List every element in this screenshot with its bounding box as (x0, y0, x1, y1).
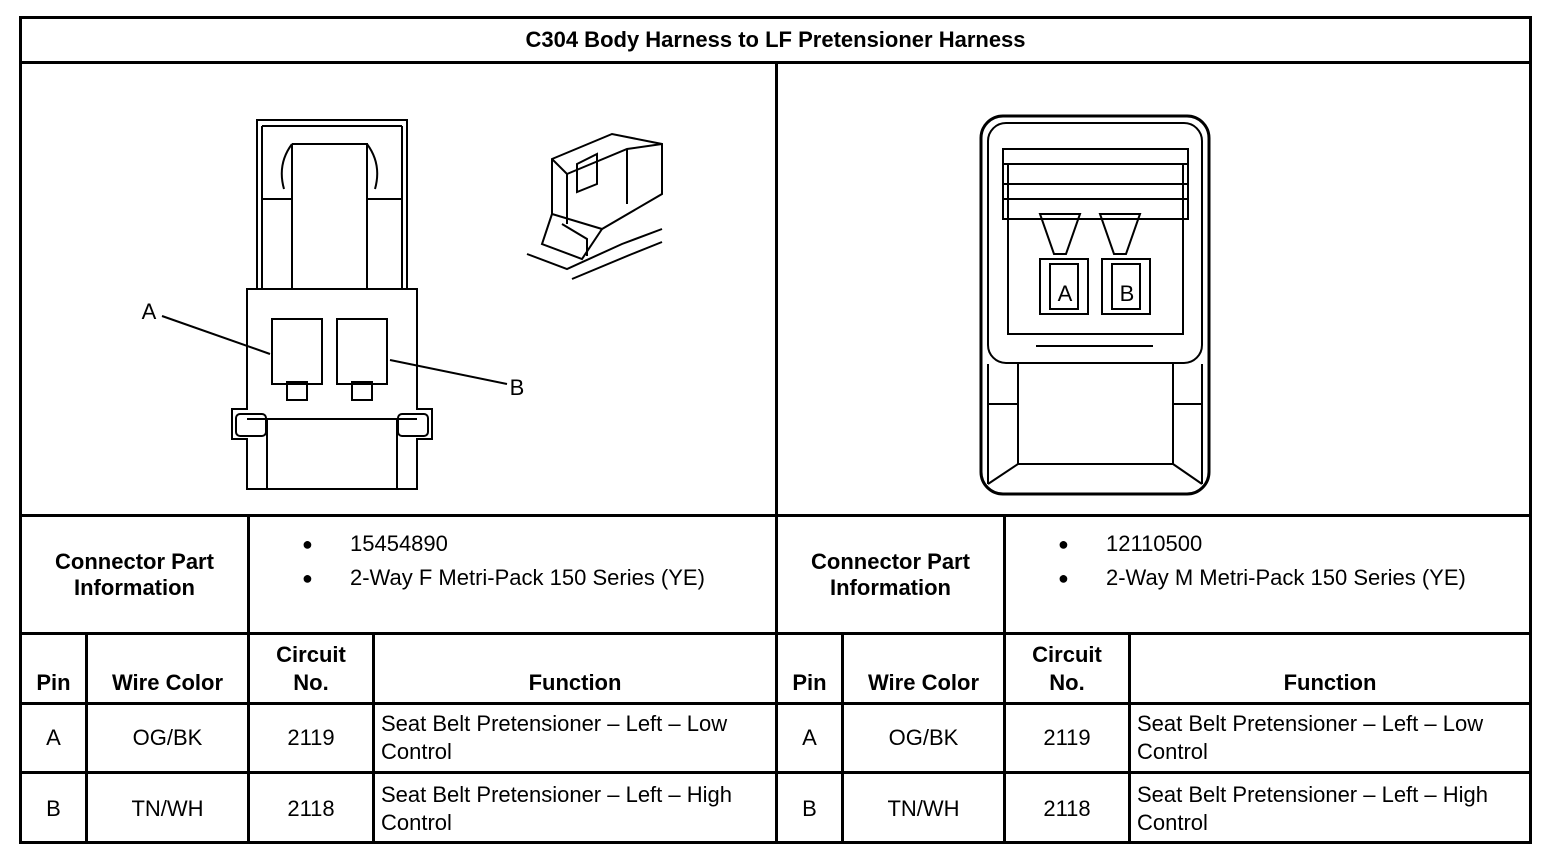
list-item: ●2-Way F Metri-Pack 150 Series (YE) (302, 565, 705, 590)
left-header-wire-color: Wire Color (111, 670, 224, 695)
right-row-b-circuit: 2118 (1043, 796, 1091, 821)
list-item: ●15454890 (302, 531, 448, 556)
left-connector-diagram (161, 119, 663, 490)
left-row-b-wire-color: TN/WH (131, 796, 204, 821)
right-col-divider-3 (1128, 632, 1131, 844)
left-header-circuit: Circuit No. (276, 641, 346, 695)
right-connector-info-label: Connector Part Information (811, 548, 970, 600)
right-col-divider-1 (841, 632, 844, 844)
right-row-b-wire-color: TN/WH (887, 796, 960, 821)
center-divider (775, 64, 778, 844)
left-connector-info-label: Connector Part Information (55, 548, 214, 600)
info-bottom-divider (22, 632, 1529, 635)
right-header-circuit: Circuit No. (1032, 641, 1102, 695)
right-header-wire-color: Wire Color (867, 670, 980, 695)
left-row-b-circuit: 2118 (287, 796, 335, 821)
right-info-divider (1003, 514, 1006, 634)
left-col-divider-1 (85, 632, 88, 844)
right-row-b-function: Seat Belt Pretensioner – Left – High Con… (1137, 782, 1488, 835)
left-row-b-function: Seat Belt Pretensioner – Left – High Con… (381, 782, 732, 835)
left-row-a-wire-color: OG/BK (132, 725, 203, 750)
right-header-function: Function (1283, 670, 1377, 695)
right-col-divider-2 (1003, 632, 1006, 844)
left-pin-b-callout: B (509, 375, 525, 400)
connector-end-view-sheet: C304 Body Harness to LF Pretensioner Har… (19, 16, 1532, 844)
left-col-divider-3 (372, 632, 375, 844)
left-connector-info-list: ●15454890 ●2-Way F Metri-Pack 150 Series… (302, 527, 705, 595)
right-connector-info-list: ●12110500 ●2-Way M Metri-Pack 150 Series… (1058, 527, 1466, 595)
right-row-a-circuit: 2119 (1043, 725, 1091, 750)
left-row-a-pin: A (46, 725, 61, 750)
left-col-divider-2 (247, 632, 250, 844)
right-row-b-pin: B (802, 796, 817, 821)
left-pin-a-callout: A (141, 299, 157, 324)
row-a-bottom-divider (22, 771, 1529, 774)
right-pin-a-callout: A (1057, 281, 1073, 306)
right-row-a-function: Seat Belt Pretensioner – Left – Low Cont… (1137, 711, 1484, 764)
bullet-icon: ● (302, 533, 313, 554)
left-header-pin: Pin (36, 670, 71, 695)
right-row-a-pin: A (802, 725, 817, 750)
bullet-icon: ● (1058, 533, 1069, 554)
left-header-function: Function (528, 670, 622, 695)
left-row-a-function: Seat Belt Pretensioner – Left – Low Cont… (381, 711, 728, 764)
page-title: C304 Body Harness to LF Pretensioner Har… (22, 19, 1529, 64)
right-pin-b-callout: B (1119, 281, 1135, 306)
header-bottom-divider (22, 702, 1529, 705)
right-row-a-wire-color: OG/BK (888, 725, 959, 750)
bullet-icon: ● (302, 567, 313, 588)
right-connector-diagram (979, 114, 1211, 496)
left-row-a-circuit: 2119 (287, 725, 335, 750)
right-header-pin: Pin (792, 670, 827, 695)
list-item: ●12110500 (1058, 531, 1203, 556)
bullet-icon: ● (1058, 567, 1069, 588)
left-info-divider (247, 514, 250, 634)
diagram-bottom-divider (22, 514, 1529, 517)
left-row-b-pin: B (46, 796, 61, 821)
list-item: ●2-Way M Metri-Pack 150 Series (YE) (1058, 565, 1466, 590)
